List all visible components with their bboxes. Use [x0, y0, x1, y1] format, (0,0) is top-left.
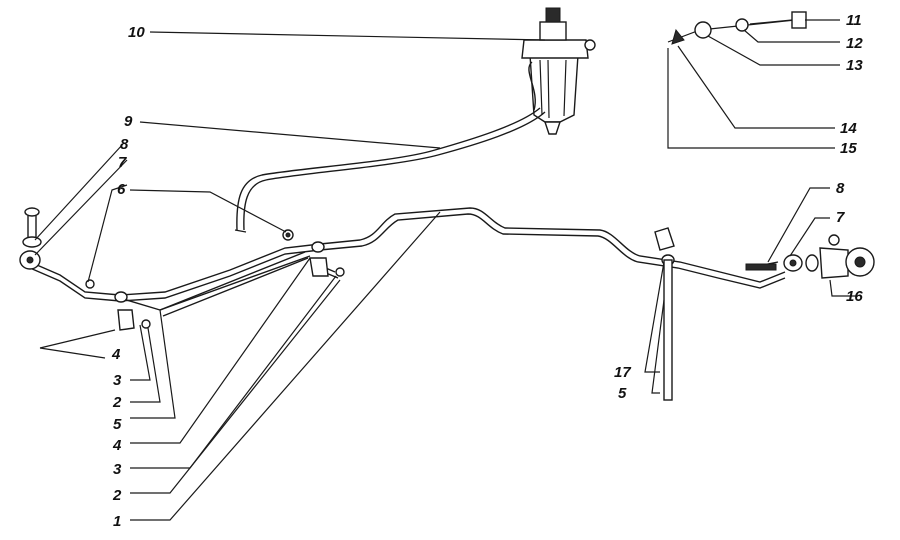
label-8-right: 8 — [836, 180, 845, 197]
nut-7-left — [85, 279, 95, 289]
label-13: 13 — [846, 57, 863, 74]
label-2-bottom: 2 — [112, 487, 122, 504]
label-7-right: 7 — [836, 209, 845, 226]
label-4-left: 4 — [111, 346, 121, 363]
label-4-bottom: 4 — [112, 437, 122, 454]
pipe-1 — [29, 207, 786, 296]
right-end-fittings — [745, 234, 875, 279]
callout-labels: 10 9 8 7 6 4 3 2 5 4 3 2 1 17 5 8 7 16 1… — [111, 12, 863, 530]
clamp-middle — [309, 241, 345, 277]
left-banjo-fitting — [19, 207, 42, 270]
label-16: 16 — [846, 288, 863, 305]
label-14: 14 — [840, 120, 857, 137]
fuel-filter — [521, 7, 596, 135]
top-right-detail — [667, 11, 807, 45]
label-3-bottom: 3 — [113, 461, 122, 478]
label-1: 1 — [113, 513, 121, 530]
label-15: 15 — [840, 140, 857, 157]
label-7-left: 7 — [118, 154, 127, 171]
label-2-left: 2 — [112, 394, 122, 411]
clamp-left — [114, 291, 151, 331]
label-8-left: 8 — [120, 136, 129, 153]
pipe-branch — [159, 255, 311, 311]
label-12: 12 — [846, 35, 863, 52]
label-5-right: 5 — [618, 385, 627, 402]
label-17: 17 — [614, 364, 631, 381]
label-9: 9 — [124, 113, 133, 130]
label-6: 6 — [117, 181, 126, 198]
clamp-right — [654, 227, 675, 401]
label-5-left: 5 — [113, 416, 122, 433]
clip-6 — [282, 229, 294, 241]
label-3-left: 3 — [113, 372, 122, 389]
pipe-9 — [236, 107, 541, 231]
label-11: 11 — [846, 12, 862, 29]
label-10: 10 — [128, 24, 145, 41]
leader-lines — [34, 19, 858, 521]
